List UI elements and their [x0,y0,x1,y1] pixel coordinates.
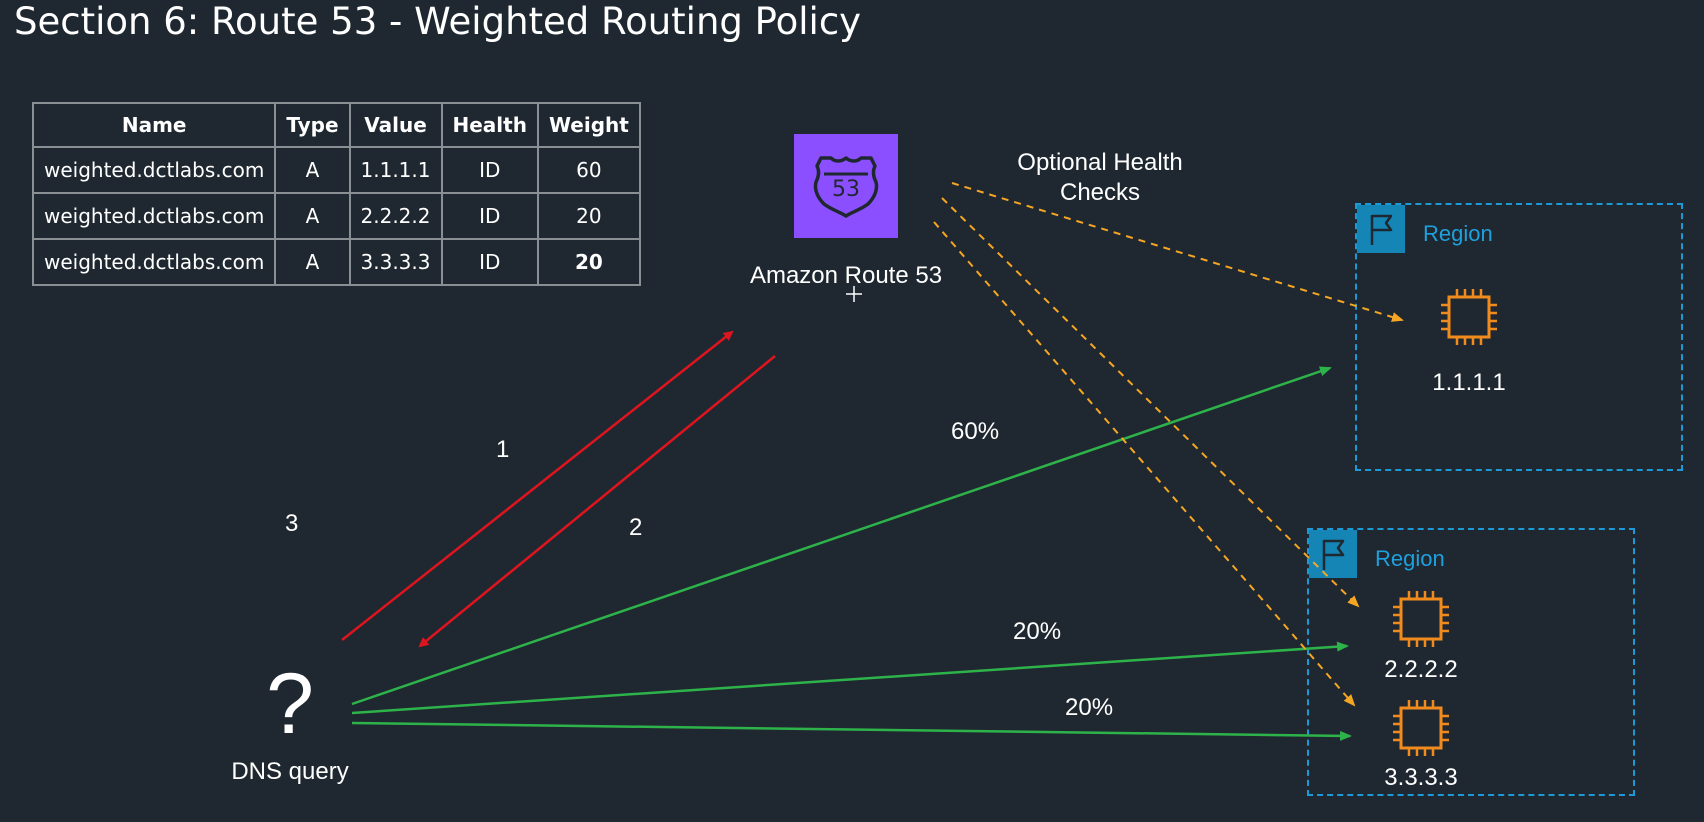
region-label: Region [1423,221,1493,246]
route53-icon: 53 [794,134,898,238]
dns-query-label: DNS query [231,758,349,785]
step-1-label: 1 [496,436,510,463]
record-type: A [274,238,351,286]
dns-response-arrow [418,355,776,648]
svg-text:53: 53 [832,177,860,202]
record-health: ID [440,192,539,240]
record-value: 3.3.3.3 [348,238,443,286]
table-row: weighted.dctlabs.com A 3.3.3.3 ID 20 [31,238,641,286]
record-name: weighted.dctlabs.com [31,146,277,194]
region-box-1: Region 1.1.1.1 [1355,203,1683,471]
ec2-instance-icon [1393,700,1449,756]
flag-icon [1309,530,1357,578]
step-2-label: 2 [629,514,643,541]
weighted-records-table: Name Type Value Health Weight weighted.d… [31,102,641,286]
region-box-2: Region 2.2.2.2 3.3.3.3 [1307,528,1635,796]
region-label: Region [1375,546,1445,571]
record-type: A [274,146,351,194]
record-value: 2.2.2.2 [348,192,443,240]
weight-20-label: 20% [1065,694,1114,721]
col-name-header: Name [31,102,277,148]
record-value: 1.1.1.1 [348,146,443,194]
dns-request-arrow [341,330,734,641]
table-row: weighted.dctlabs.com A 2.2.2.2 ID 20 [31,192,641,240]
col-type-header: Type [274,102,351,148]
col-weight-header: Weight [536,102,641,148]
weighted-arrow-20 [351,641,1349,715]
health-check-arrow [951,182,1404,322]
weighted-arrow-60 [351,366,1332,706]
route53-label: Amazon Route 53 [749,262,943,289]
cursor-crosshair-icon [846,286,862,302]
table-header-row: Name Type Value Health Weight [31,102,641,148]
page-title: Section 6: Route 53 - Weighted Routing P… [14,0,862,43]
step-3-label: 3 [285,510,299,537]
record-type: A [274,192,351,240]
weight-20-label: 20% [1013,618,1062,645]
record-weight: 60 [536,146,641,194]
shield-53-icon: 53 [813,156,879,218]
record-health: ID [440,238,539,286]
health-check-label: Optional Health Checks [1000,148,1200,208]
record-weight: 20 [536,192,641,240]
record-weight: 20 [536,238,641,286]
record-name: weighted.dctlabs.com [31,238,277,286]
record-name: weighted.dctlabs.com [31,192,277,240]
ec2-instance-icon [1441,289,1497,345]
health-check-arrow [941,197,1360,608]
weighted-arrow-20 [351,721,1352,741]
col-value-header: Value [348,102,443,148]
weight-60-label: 60% [951,418,1000,445]
ec2-instance-icon [1393,591,1449,647]
health-check-label-line2: Checks [1059,179,1141,206]
health-check-label-line1: Optional Health [1017,149,1183,176]
instance-ip: 2.2.2.2 [1384,656,1458,683]
flag-icon [1357,205,1405,253]
record-health: ID [440,146,539,194]
question-mark-icon: ? [266,656,314,752]
instance-ip: 1.1.1.1 [1432,369,1506,396]
col-health-header: Health [440,102,539,148]
health-check-arrow [933,221,1356,707]
table-row: weighted.dctlabs.com A 1.1.1.1 ID 60 [31,146,641,194]
instance-ip: 3.3.3.3 [1384,764,1458,791]
